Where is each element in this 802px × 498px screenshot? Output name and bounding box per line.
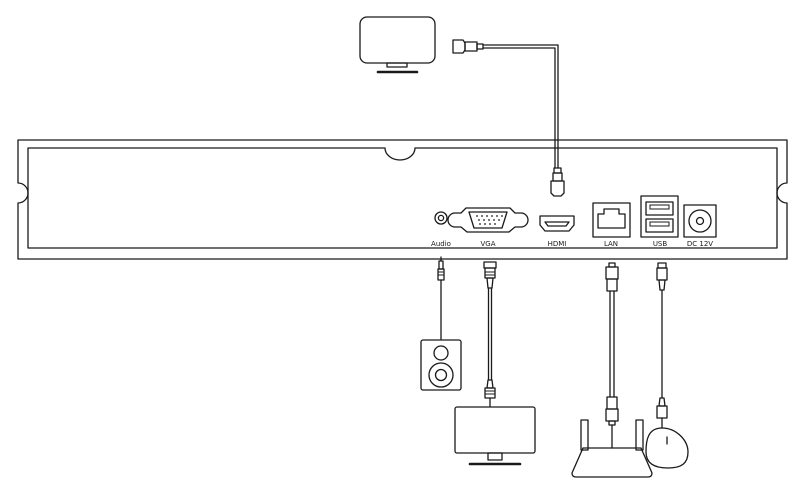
lan-label: LAN: [604, 240, 618, 248]
audio-cable: [437, 256, 445, 340]
router-icon: [571, 419, 653, 478]
dc-12v-port: [683, 204, 717, 238]
nvr-chassis: [17, 139, 788, 260]
monitor-bottom-icon: [454, 406, 536, 466]
lan-cable: [605, 262, 619, 449]
speaker-icon: [420, 339, 462, 391]
hdmi-cable: [452, 39, 565, 197]
usb-cable: [656, 262, 668, 429]
audio-label: Audio: [431, 240, 451, 248]
vga-cable: [483, 261, 497, 407]
mouse-icon: [645, 427, 689, 469]
hdmi-port: [539, 215, 575, 232]
monitor-top-icon: [359, 16, 436, 74]
audio-port: [434, 211, 448, 225]
dc-12v-label: DC 12V: [687, 240, 713, 248]
hdmi-label: HDMI: [548, 240, 567, 248]
lan-port: [592, 202, 631, 238]
usb-port: [640, 195, 679, 238]
vga-port: [447, 207, 529, 233]
vga-label: VGA: [480, 240, 495, 248]
usb-label: USB: [653, 240, 668, 248]
